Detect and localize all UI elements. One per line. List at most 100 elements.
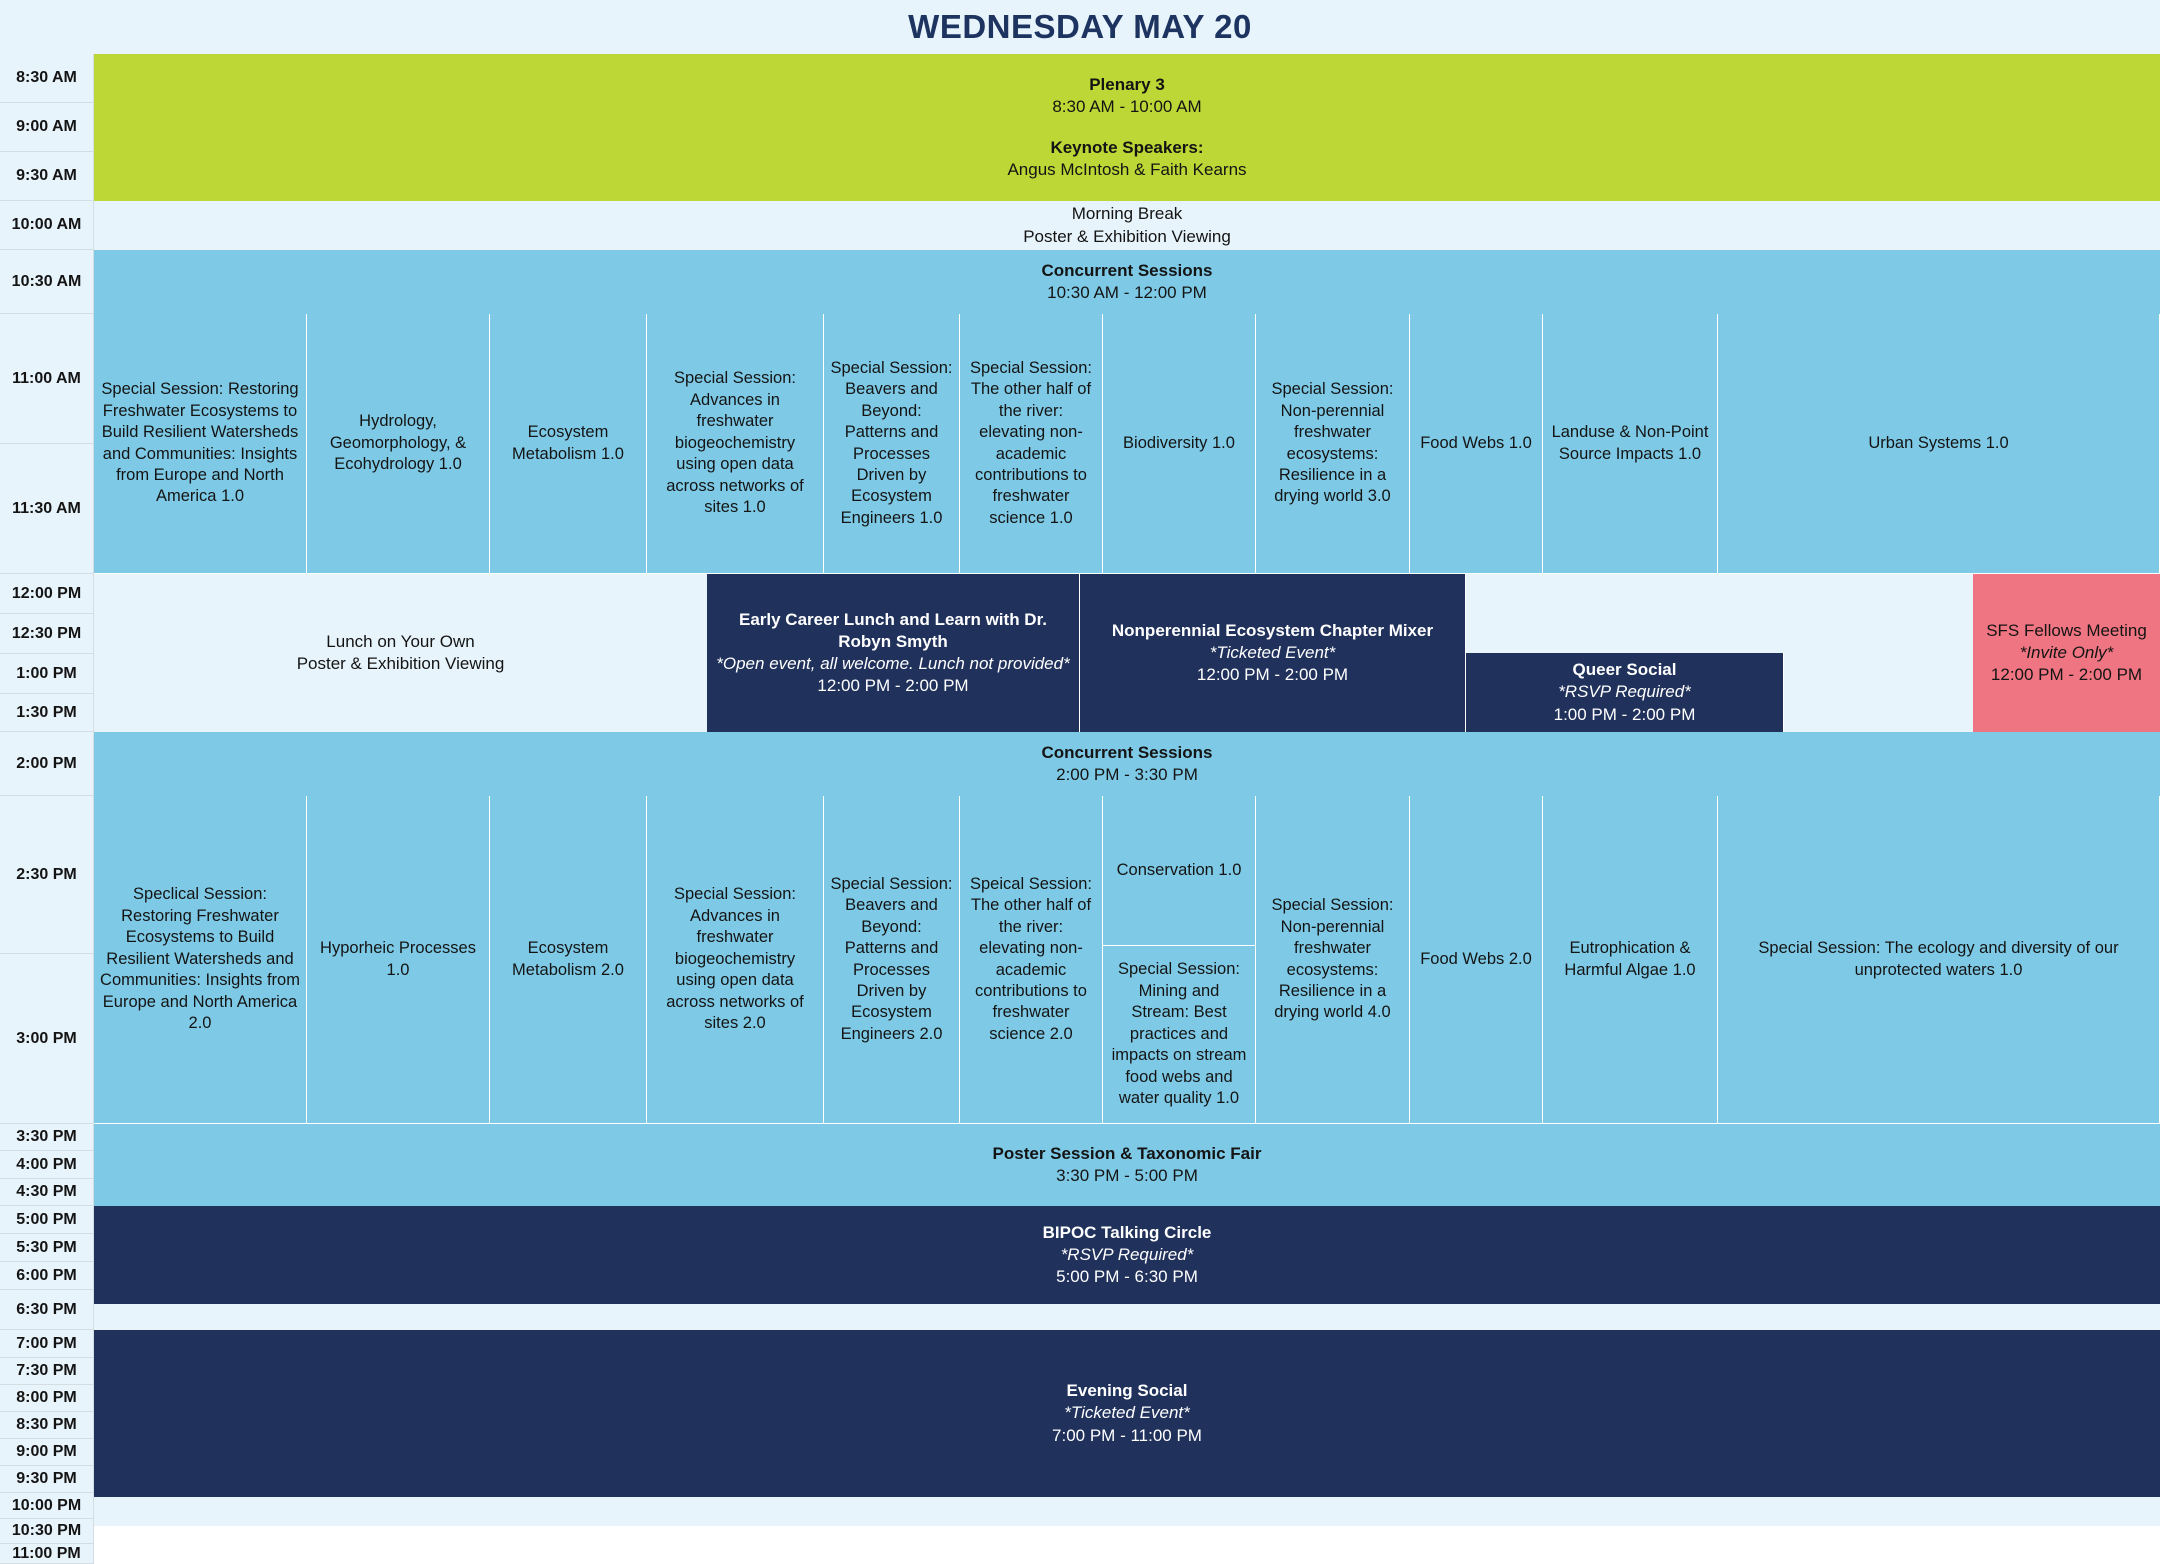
session-pm-11[interactable]: Eutrophication & Harmful Algae 1.0 xyxy=(1543,796,1718,1124)
morning-break-sub: Poster & Exhibition Viewing xyxy=(1023,226,1231,246)
evening-social-time: 7:00 PM - 11:00 PM xyxy=(1052,1425,1202,1445)
time-label-4: 10:00 AM xyxy=(0,201,94,250)
time-label-23: 7:30 PM xyxy=(0,1358,94,1385)
event-early-career-lunch[interactable]: Early Career Lunch and Learn with Dr. Ro… xyxy=(707,574,1080,732)
session-pm-7[interactable]: Conservation 1.0 xyxy=(1103,796,1256,946)
plenary-title: Plenary 3 xyxy=(1089,75,1165,95)
time-label-20: 6:00 PM xyxy=(0,1262,94,1290)
event-queer-social[interactable]: Queer Social *RSVP Required* 1:00 PM - 2… xyxy=(1466,653,1784,732)
queer-social-time: 1:00 PM - 2:00 PM xyxy=(1553,704,1696,724)
session-am-label-11: Urban Systems 1.0 xyxy=(1868,433,2009,452)
concurrent-pm-time: 2:00 PM - 3:30 PM xyxy=(1056,765,1198,784)
bipoc-note: *RSVP Required* xyxy=(1060,1244,1194,1264)
session-pm-2[interactable]: Hyporheic Processes 1.0 xyxy=(307,796,490,1124)
session-am-10[interactable]: Landuse & Non-Point Source Impacts 1.0 xyxy=(1543,314,1718,574)
session-am-8[interactable]: Special Session: Non-perennial freshwate… xyxy=(1256,314,1410,574)
session-am-1[interactable]: Special Session: Restoring Freshwater Ec… xyxy=(94,314,307,574)
session-pm-label-12: Special Session: The ecology and diversi… xyxy=(1758,939,2119,979)
banner-concurrent-am: Concurrent Sessions 10:30 AM - 12:00 PM xyxy=(94,250,2160,314)
session-pm-12[interactable]: Special Session: The ecology and diversi… xyxy=(1718,796,2160,1124)
evening-social-note: *Ticketed Event* xyxy=(1064,1403,1190,1423)
banner-concurrent-pm: Concurrent Sessions 2:00 PM - 3:30 PM xyxy=(94,732,2160,796)
session-pm-6[interactable]: Speical Session: The other half of the r… xyxy=(960,796,1103,1124)
poster-session-title: Poster Session & Taxonomic Fair xyxy=(992,1143,1262,1163)
session-pm-label-2: Hyporheic Processes 1.0 xyxy=(320,939,476,979)
morning-break-title: Morning Break xyxy=(1071,204,1183,224)
lunch-own-sub: Poster & Exhibition Viewing xyxy=(296,654,505,673)
time-label-13: 2:30 PM xyxy=(0,796,94,954)
event-sfs-fellows-meeting[interactable]: SFS Fellows Meeting *Invite Only* 12:00 … xyxy=(1973,574,2160,732)
fellows-note: *Invite Only* xyxy=(2019,642,2114,662)
session-am-11[interactable]: Urban Systems 1.0 xyxy=(1718,314,2160,574)
time-label-27: 9:30 PM xyxy=(0,1466,94,1493)
time-label-25: 8:30 PM xyxy=(0,1412,94,1439)
time-label-1: 8:30 AM xyxy=(0,54,94,103)
session-pm-label-6: Speical Session: The other half of the r… xyxy=(970,874,1092,1043)
plenary-speakers: Angus McIntosh & Faith Kearns xyxy=(1007,159,1247,179)
time-label-19: 5:30 PM xyxy=(0,1234,94,1262)
session-am-4[interactable]: Special Session: Advances in freshwater … xyxy=(647,314,824,574)
session-pm-3[interactable]: Ecosystem Metabolism 2.0 xyxy=(490,796,647,1124)
session-am-label-10: Landuse & Non-Point Source Impacts 1.0 xyxy=(1551,423,1709,463)
session-pm-4[interactable]: Special Session: Advances in freshwater … xyxy=(647,796,824,1124)
session-pm-8[interactable]: Special Session: Mining and Stream: Best… xyxy=(1103,946,1256,1124)
time-label-29: 10:30 PM xyxy=(0,1519,94,1544)
session-pm-10[interactable]: Food Webs 2.0 xyxy=(1410,796,1543,1124)
session-am-6[interactable]: Special Session: The other half of the r… xyxy=(960,314,1103,574)
time-label-8: 12:00 PM xyxy=(0,574,94,614)
event-morning-break[interactable]: Morning Break Poster & Exhibition Viewin… xyxy=(94,201,2160,250)
session-am-label-2: Hydrology, Geomorphology, & Ecohydrology… xyxy=(329,412,467,474)
bipoc-time: 5:00 PM - 6:30 PM xyxy=(1056,1267,1198,1287)
session-am-2[interactable]: Hydrology, Geomorphology, & Ecohydrology… xyxy=(307,314,490,574)
queer-social-note: *RSVP Required* xyxy=(1558,682,1691,702)
day-header: WEDNESDAY MAY 20 xyxy=(0,0,2160,54)
session-pm-label-8: Special Session: Mining and Stream: Best… xyxy=(1111,960,1247,1108)
time-label-9: 12:30 PM xyxy=(0,614,94,654)
queer-social-title: Queer Social xyxy=(1572,660,1677,680)
session-am-3[interactable]: Ecosystem Metabolism 1.0 xyxy=(490,314,647,574)
session-pm-label-3: Ecosystem Metabolism 2.0 xyxy=(512,939,624,979)
page-title: WEDNESDAY MAY 20 xyxy=(908,8,1252,45)
plenary-spacer xyxy=(1125,119,1130,137)
time-label-3: 9:30 AM xyxy=(0,152,94,201)
session-pm-5[interactable]: Special Session: Beavers and Beyond: Pat… xyxy=(824,796,960,1124)
time-label-14: 3:00 PM xyxy=(0,954,94,1124)
session-am-label-7: Biodiversity 1.0 xyxy=(1123,433,1235,452)
time-label-28: 10:00 PM xyxy=(0,1493,94,1519)
session-pm-1[interactable]: Speclical Session: Restoring Freshwater … xyxy=(94,796,307,1124)
session-pm-label-10: Food Webs 2.0 xyxy=(1420,949,1532,968)
time-label-18: 5:00 PM xyxy=(0,1206,94,1234)
mixer-title: Nonperennial Ecosystem Chapter Mixer xyxy=(1111,620,1434,640)
time-label-5: 10:30 AM xyxy=(0,250,94,314)
mixer-note: *Ticketed Event* xyxy=(1209,642,1336,662)
session-am-label-5: Special Session: Beavers and Beyond: Pat… xyxy=(830,358,953,527)
session-am-9[interactable]: Food Webs 1.0 xyxy=(1410,314,1543,574)
event-evening-social[interactable]: Evening Social *Ticketed Event* 7:00 PM … xyxy=(94,1330,2160,1497)
lunch-own-title: Lunch on Your Own xyxy=(326,631,475,651)
event-lunch-own[interactable]: Lunch on Your Own Poster & Exhibition Vi… xyxy=(94,574,707,732)
plenary-time: 8:30 AM - 10:00 AM xyxy=(1052,97,1202,117)
plenary-speakers-label: Keynote Speakers: xyxy=(1050,137,1204,157)
session-am-label-9: Food Webs 1.0 xyxy=(1420,433,1532,452)
time-label-7: 11:30 AM xyxy=(0,444,94,574)
event-nonperennial-mixer[interactable]: Nonperennial Ecosystem Chapter Mixer *Ti… xyxy=(1080,574,1466,732)
time-label-10: 1:00 PM xyxy=(0,654,94,694)
session-am-label-6: Special Session: The other half of the r… xyxy=(970,358,1092,527)
session-pm-label-4: Special Session: Advances in freshwater … xyxy=(666,885,804,1033)
concurrent-pm-title: Concurrent Sessions xyxy=(1041,742,1213,762)
session-pm-label-7: Conservation 1.0 xyxy=(1116,860,1242,879)
evening-social-title: Evening Social xyxy=(1066,1381,1188,1401)
session-am-5[interactable]: Special Session: Beavers and Beyond: Pat… xyxy=(824,314,960,574)
session-pm-9[interactable]: Special Session: Non-perennial freshwate… xyxy=(1256,796,1410,1124)
fellows-title: SFS Fellows Meeting xyxy=(1986,620,2147,640)
time-label-26: 9:00 PM xyxy=(0,1439,94,1466)
mixer-time: 12:00 PM - 2:00 PM xyxy=(1196,665,1349,685)
event-plenary-3[interactable]: Plenary 3 8:30 AM - 10:00 AM Keynote Spe… xyxy=(94,54,2160,201)
event-poster-session[interactable]: Poster Session & Taxonomic Fair 3:30 PM … xyxy=(94,1124,2160,1206)
session-am-7[interactable]: Biodiversity 1.0 xyxy=(1103,314,1256,574)
time-label-2: 9:00 AM xyxy=(0,103,94,152)
event-bipoc-talking-circle[interactable]: BIPOC Talking Circle *RSVP Required* 5:0… xyxy=(94,1206,2160,1304)
time-label-24: 8:00 PM xyxy=(0,1385,94,1412)
evening-gap xyxy=(94,1304,2160,1330)
early-career-title: Early Career Lunch and Learn with Dr. Ro… xyxy=(739,609,1047,651)
